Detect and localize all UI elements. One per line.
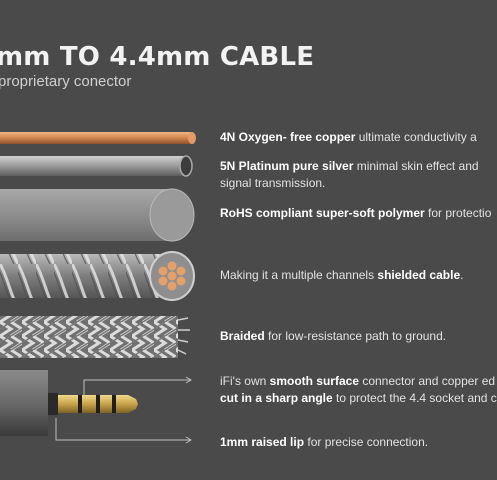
feature-shielded: Making it a multiple channels shielded c… xyxy=(220,268,464,282)
feature-braided: Braided for low-resistance path to groun… xyxy=(220,329,447,343)
shielded-cable-icon xyxy=(0,251,195,301)
page-subtitle: proprietary conector xyxy=(0,73,132,90)
braided-cable-icon xyxy=(0,316,190,358)
feature-raised-lip: 1mm raised lip for precise connection. xyxy=(220,435,429,449)
feature-copper: 4N Oxygen- free copper ultimate conducti… xyxy=(220,130,477,144)
polymer-insulation-icon xyxy=(0,188,195,242)
cable-illustration xyxy=(0,132,196,444)
copper-conductor-icon xyxy=(0,132,196,144)
page-title: mm TO 4.4mm CABLE xyxy=(0,42,315,72)
callout-arrow xyxy=(55,418,192,444)
feature-connector: iFi's own smooth surface connector and c… xyxy=(220,374,497,405)
silver-conductor-icon xyxy=(0,155,193,177)
connector-plug-icon xyxy=(0,370,138,436)
callout-arrow xyxy=(83,376,192,395)
feature-silver: 5N Platinum pure silver minimal skin eff… xyxy=(220,159,479,190)
feature-polymer: RoHS compliant super-soft polymer for pr… xyxy=(220,206,492,220)
